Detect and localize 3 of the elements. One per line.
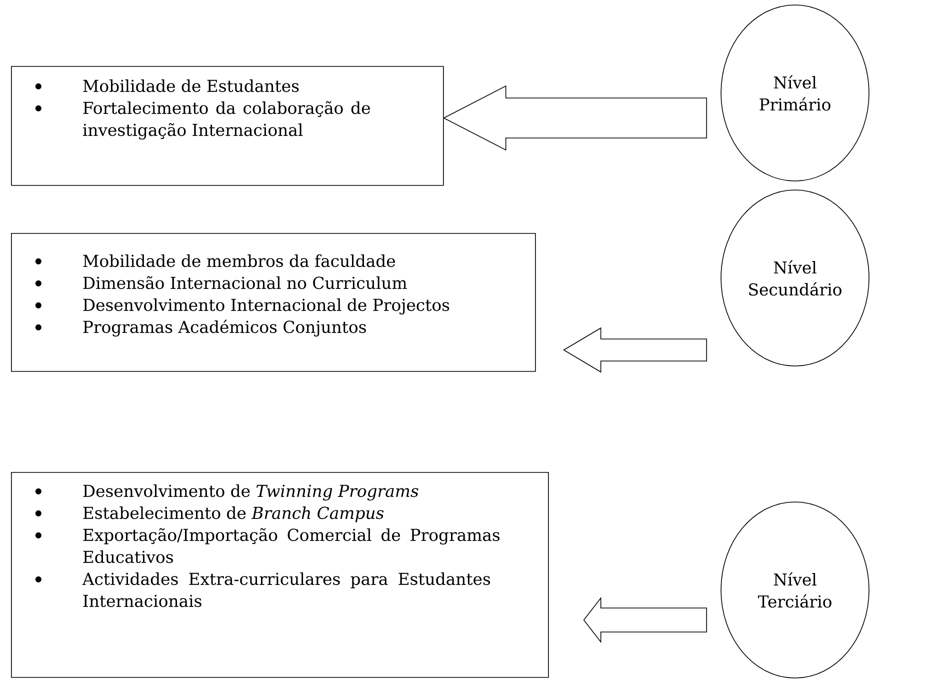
text-box: Mobilidade de membros da faculdade Dimensão Internacional no Curriculum Desenvolvimento Internacional de Projectos Programas Académicos Conjuntos (11, 233, 536, 372)
text-box: Desenvolvimento de Twinning Programs Estabelecimento de Branch Campus Exportação/Importação Comercial de Programas Educativos Actividades Extra-curriculares para Estudantes Internacionais (11, 472, 549, 678)
text-box: Mobilidade de Estudantes Fortalecimento da colaboração de investigação Internacional (11, 66, 444, 186)
